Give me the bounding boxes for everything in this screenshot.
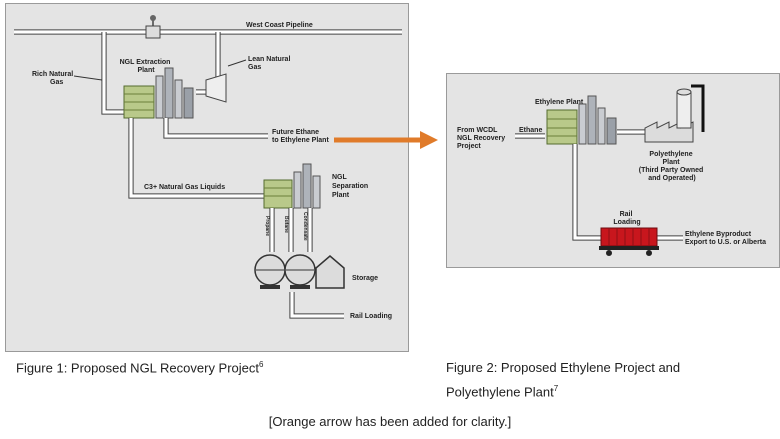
figure-1-caption: Figure 1: Proposed NGL Recovery Project6 xyxy=(16,360,264,376)
ngl-extraction-plant-icon xyxy=(123,67,194,119)
future-ethane-label: Future Ethane to Ethylene Plant xyxy=(272,129,329,144)
storage-tanks-icon xyxy=(254,254,345,289)
byproduct-label: Ethylene Byproduct Export to U.S. or Alb… xyxy=(685,231,766,246)
compressor-icon xyxy=(205,73,227,103)
product-lines xyxy=(269,208,313,252)
separation-plant-label: NGL Separation Plant xyxy=(332,174,370,199)
rail-loading-pipe xyxy=(289,292,344,319)
rail-loading-label-2: Rail Loading xyxy=(613,211,640,226)
rail-loading-label: Rail Loading xyxy=(350,313,392,320)
polyethylene-plant-label: Polyethylene Plant (Third Party Owned an… xyxy=(639,151,706,182)
ethylene-plant-label: Ethylene Plant xyxy=(535,99,584,106)
rich-gas-pipe xyxy=(101,32,131,115)
valve-icon xyxy=(145,15,161,39)
extraction-plant-label: NGL Extraction Plant xyxy=(120,59,173,74)
figure-1-ngl-recovery-diagram: West Coast Pipeline Rich Natural Gas Lea… xyxy=(5,3,409,352)
lean-gas-label: Lean Natural Gas xyxy=(248,56,292,71)
figure-2-ethylene-diagram: Ethylene Plant From WCDL NGL Recovery Pr… xyxy=(446,73,780,268)
propane-label: Propane xyxy=(264,216,270,236)
rail-car-icon xyxy=(599,227,659,256)
orange-arrow-note: [Orange arrow has been added for clarity… xyxy=(268,414,512,429)
figure-2-caption-line-2: Polyethylene Plant7 xyxy=(446,384,559,400)
ethylene-plant-icon xyxy=(546,95,617,145)
future-ethane-pipe xyxy=(163,118,268,139)
figure-2-caption-line-1: Figure 2: Proposed Ethylene Project and xyxy=(446,360,681,375)
pipeline-label: West Coast Pipeline xyxy=(246,22,313,29)
c3-liquids-label: C3+ Natural Gas Liquids xyxy=(144,184,225,191)
figure-1-svg: West Coast Pipeline Rich Natural Gas Lea… xyxy=(14,15,402,320)
ethane-label: Ethane xyxy=(519,127,542,134)
rich-gas-pointer xyxy=(73,75,103,81)
c3-liquids-pipe xyxy=(128,118,268,199)
butane-label: Butane xyxy=(283,216,289,233)
storage-label: Storage xyxy=(352,275,378,282)
ngl-separation-plant-icon xyxy=(263,163,321,209)
figure-2-svg: Ethylene Plant From WCDL NGL Recovery Pr… xyxy=(457,84,766,256)
polyethylene-plant-icon xyxy=(644,84,705,143)
condensate-label: Condensate xyxy=(302,212,308,241)
rich-gas-label: Rich Natural Gas xyxy=(32,71,75,86)
lean-gas-pointer xyxy=(227,59,247,67)
from-wcdl-label: From WCDL NGL Recovery Project xyxy=(457,127,507,150)
